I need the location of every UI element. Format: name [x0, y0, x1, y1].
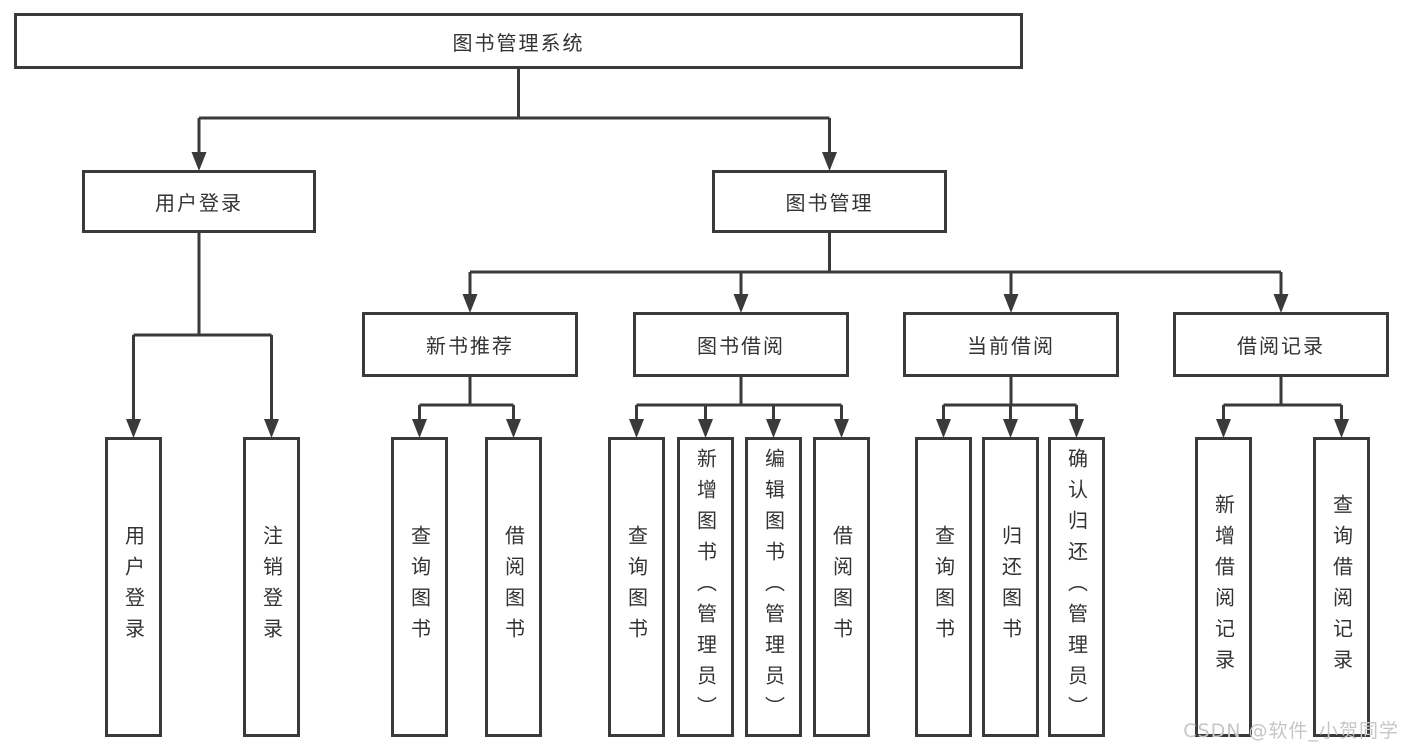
- node-label: 注销登录: [259, 525, 284, 649]
- node-leaf-user-login: 用户登录: [105, 437, 162, 737]
- node-label: 新书推荐: [426, 334, 514, 358]
- node-leaf-cb-confirm: 确认归还（管理员）: [1048, 437, 1105, 737]
- node-label: 查询图书: [624, 525, 649, 649]
- node-label: 查询借阅记录: [1329, 494, 1354, 680]
- node-user-login: 用户登录: [82, 170, 316, 233]
- node-leaf-br-add: 新增借阅记录: [1195, 437, 1252, 737]
- node-leaf-bb-borrow: 借阅图书: [813, 437, 870, 737]
- node-label: 新增图书（管理员）: [693, 447, 718, 727]
- node-label: 查询图书: [407, 525, 432, 649]
- node-root: 图书管理系统: [14, 13, 1023, 69]
- node-label: 借阅图书: [501, 525, 526, 649]
- node-book-borrow: 图书借阅: [633, 312, 849, 377]
- node-leaf-nb-query: 查询图书: [391, 437, 448, 737]
- node-leaf-logout: 注销登录: [243, 437, 300, 737]
- node-label: 归还图书: [998, 525, 1023, 649]
- node-leaf-bb-add: 新增图书（管理员）: [677, 437, 734, 737]
- node-leaf-bb-query: 查询图书: [608, 437, 665, 737]
- node-label: 编辑图书（管理员）: [761, 447, 786, 727]
- node-label: 用户登录: [121, 525, 146, 649]
- node-leaf-cb-return: 归还图书: [982, 437, 1039, 737]
- node-label: 当前借阅: [967, 334, 1055, 358]
- node-label: 图书管理: [785, 191, 874, 215]
- node-leaf-cb-query: 查询图书: [915, 437, 972, 737]
- node-label: 确认归还（管理员）: [1064, 447, 1089, 727]
- node-book-mgmt: 图书管理: [712, 170, 947, 233]
- node-label: 图书借阅: [697, 334, 785, 358]
- node-leaf-bb-edit: 编辑图书（管理员）: [745, 437, 802, 737]
- node-current-borrow: 当前借阅: [903, 312, 1119, 377]
- node-new-book-rec: 新书推荐: [362, 312, 578, 377]
- node-label: 新增借阅记录: [1211, 494, 1236, 680]
- node-borrow-record: 借阅记录: [1173, 312, 1389, 377]
- node-leaf-br-query: 查询借阅记录: [1313, 437, 1370, 737]
- node-label: 借阅记录: [1237, 334, 1325, 358]
- node-label: 用户登录: [155, 191, 243, 215]
- node-label: 图书管理系统: [452, 30, 585, 55]
- node-leaf-nb-borrow: 借阅图书: [485, 437, 542, 737]
- node-label: 借阅图书: [829, 525, 854, 649]
- node-label: 查询图书: [931, 525, 956, 649]
